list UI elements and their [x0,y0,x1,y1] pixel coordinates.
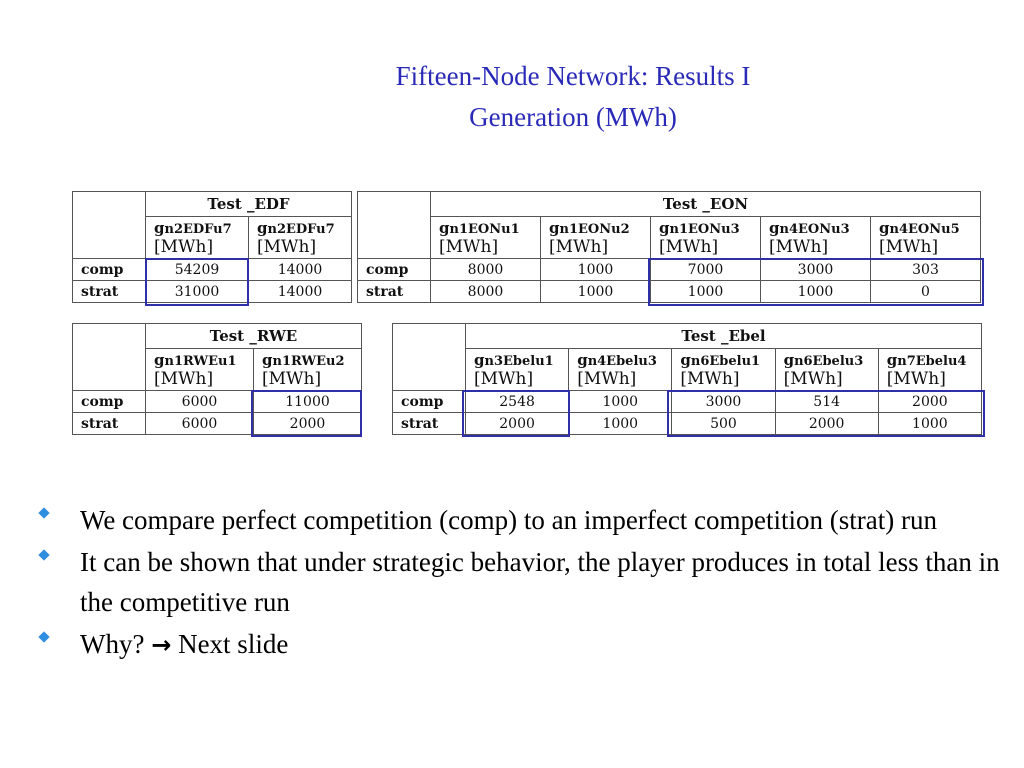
column-header: gn4EONu3[MWh] [760,216,871,259]
slide-title: Fifteen-Node Network: Results I [395,61,751,91]
row-label: strat [357,280,431,303]
cell: 8000 [430,280,541,303]
column-header: gn7Ebelu4[MWh] [877,348,983,391]
bullet-list: We compare perfect competition (comp) to… [40,500,1000,667]
column-header: gn1EONu2[MWh] [540,216,651,259]
column-header: gn3Ebelu1[MWh] [464,348,570,391]
column-header: gn4EONu5[MWh] [870,216,981,259]
cell: 500 [671,412,776,435]
table-row: strat 31000 14000 [72,280,352,303]
highlight-box [462,390,570,437]
cell: 1000 [760,280,871,303]
highlight-box [667,390,985,437]
cell: 1000 [540,258,651,281]
highlight-box [251,390,362,437]
row-label: strat [392,412,466,435]
cell: 1000 [568,390,673,413]
column-header: gn4Ebelu3[MWh] [568,348,673,391]
row-label: strat [72,412,146,435]
cell: 31000 [145,280,249,303]
column-header: gn1RWEu2[MWh] [253,348,362,391]
table-row: strat 6000 2000 [72,412,362,435]
bullet-item: It can be shown that under strategic beh… [80,547,1000,617]
highlight-box [648,258,984,306]
column-header: gn1RWEu1[MWh] [145,348,254,391]
column-header: gn1EONu3[MWh] [650,216,761,259]
cell: 2000 [774,412,879,435]
column-header: gn1EONu1[MWh] [430,216,541,259]
table-eon: Test _EON gn1EONu1[MWh] gn1EONu2[MWh] gn… [357,191,981,303]
cell: 2548 [464,390,570,413]
corner-cell [72,323,146,391]
table-edf: Test _EDF gn2EDFu7[MWh] gn2EDFu7[MWh] co… [72,191,352,303]
table-row: strat 2000 1000 500 2000 1000 [392,412,983,435]
table-row: comp 54209 14000 [72,258,352,281]
cell: 1000 [877,412,983,435]
corner-cell [392,323,466,391]
column-header: gn2EDFu7[MWh] [248,216,352,259]
bullet-text-why: Why? [80,629,145,659]
cell: 14000 [248,280,352,303]
row-label: comp [72,258,146,281]
cell: 2000 [464,412,570,435]
bullet-text-next: Next slide [178,629,289,659]
highlight-box [145,258,249,306]
table-rwe: Test _RWE gn1RWEu1[MWh] gn1RWEu2[MWh] co… [72,323,362,435]
table-ebel: Test _Ebel gn3Ebelu1[MWh] gn4Ebelu3[MWh]… [392,323,983,435]
column-header: gn6Ebelu1[MWh] [671,348,776,391]
cell: 8000 [430,258,541,281]
row-label: strat [72,280,146,303]
bullet-item: Why? → Next slide [40,624,1000,665]
cell: 1000 [540,280,651,303]
cell: 6000 [145,412,254,435]
corner-cell [72,191,146,259]
bullet-item: We compare perfect competition (comp) to… [80,505,937,535]
table-title: Test _RWE [145,323,362,349]
column-header: gn6Ebelu3[MWh] [774,348,879,391]
right-arrow-icon: → [151,631,172,659]
column-header: gn2EDFu7[MWh] [145,216,249,259]
row-label: comp [72,390,146,413]
corner-cell [357,191,431,259]
cell: 0 [870,280,981,303]
cell: 2000 [253,412,362,435]
cell: 303 [870,258,981,281]
table-title: Test _Ebel [465,323,982,349]
row-label: comp [357,258,431,281]
slide-subtitle: Generation (MWh) [469,102,677,132]
table-title: Test _EON [430,191,981,217]
table-row: strat 8000 1000 1000 1000 0 [357,280,981,303]
row-label: comp [392,390,466,413]
cell: 14000 [248,258,352,281]
cell: 1000 [568,412,673,435]
table-title: Test _EDF [145,191,352,217]
cell: 6000 [145,390,254,413]
